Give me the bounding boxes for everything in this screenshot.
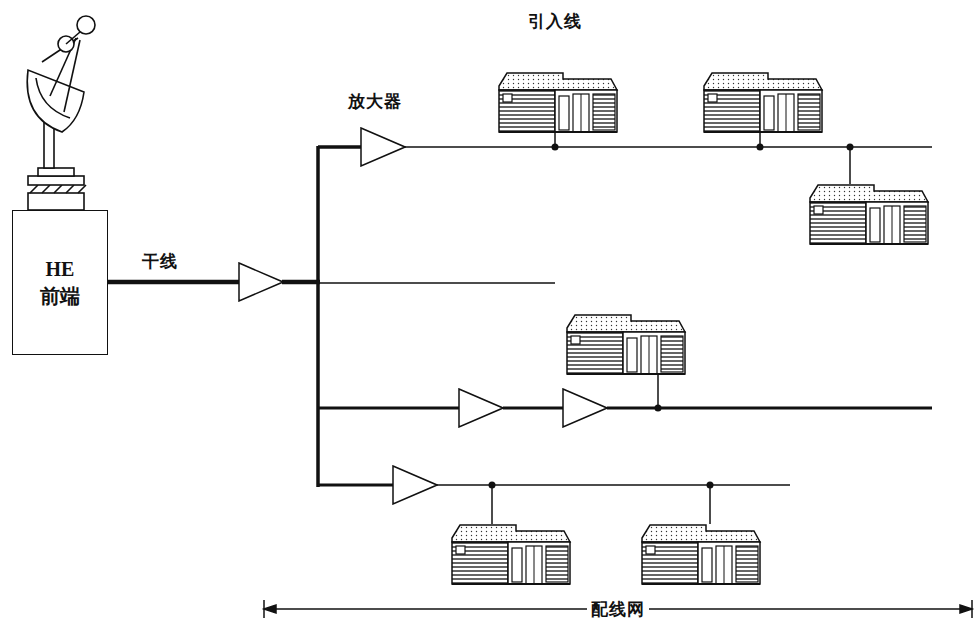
tap-points — [489, 144, 854, 489]
house-icons — [452, 73, 928, 584]
satellite-dish — [27, 16, 95, 210]
trunk-label: 干线 — [138, 250, 182, 273]
head-end-box: HE 前端 — [12, 210, 108, 355]
network-span-label: 配线网 — [587, 598, 649, 621]
node-label: HE 前端 — [37, 256, 83, 310]
drop-line-label: 引入线 — [524, 10, 586, 33]
cable-lines — [108, 132, 932, 524]
amplifier-symbols — [239, 128, 607, 504]
amplifier-label: 放大器 — [344, 90, 406, 113]
